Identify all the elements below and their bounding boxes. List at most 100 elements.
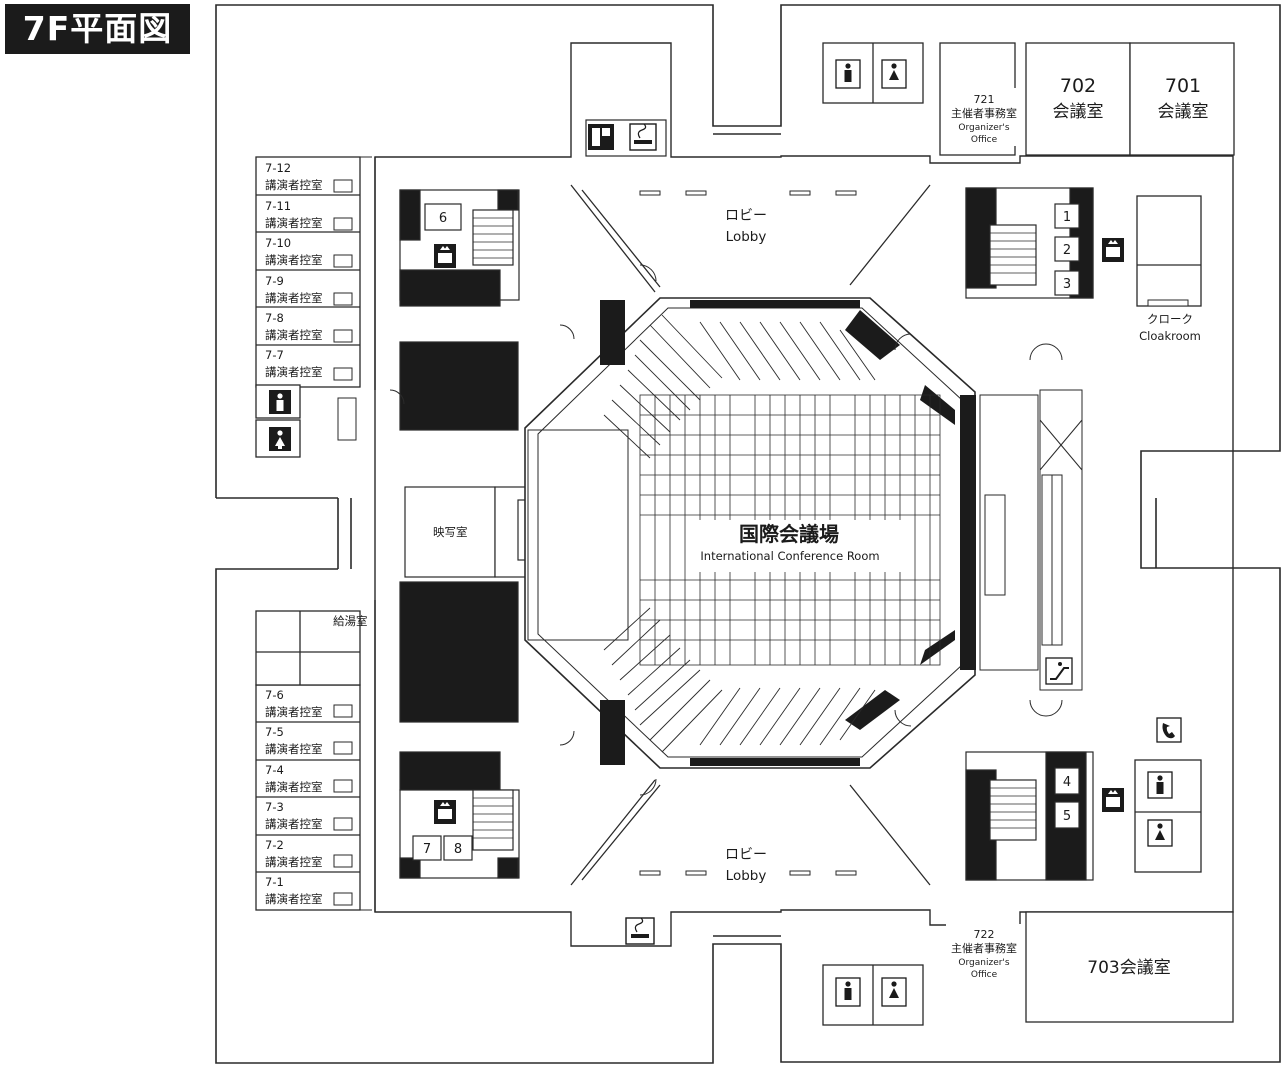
lobby-top-label-ja: ロビー	[725, 208, 767, 224]
right-upper-stairs	[990, 232, 1036, 274]
speaker-room-7-7-number: 7-7	[265, 348, 284, 362]
seating-block-lower-left	[603, 607, 723, 753]
right-lower-stairs	[990, 787, 1036, 829]
elevator-1: 1	[1054, 203, 1080, 229]
male-restroom-icon	[835, 59, 861, 89]
svg-text:主催者事務室: 主催者事務室	[951, 106, 1017, 120]
door-swings	[389, 264, 1063, 796]
svg-text:Organizer's: Organizer's	[958, 123, 1009, 133]
svg-text:6: 6	[439, 211, 447, 226]
speaker-room-7-5-label: 講演者控室	[265, 742, 323, 756]
elevator-icon	[1102, 238, 1124, 262]
male-restroom-icon	[835, 977, 861, 1007]
organizer-office-722: 722 主催者事務室 Organizer's Office	[946, 924, 1022, 980]
speaker-room-7-7-label: 講演者控室	[265, 365, 323, 379]
speaker-room-7-8-label: 講演者控室	[265, 328, 323, 342]
building-outline	[215, 4, 1281, 1064]
speaker-room-7-9-label: 講演者控室	[265, 291, 323, 305]
elevator-icon	[434, 800, 456, 824]
hall-name-en: International Conference Room	[700, 549, 879, 563]
elevator-2: 2	[1054, 236, 1080, 262]
speaker-room-7-8-number: 7-8	[265, 311, 284, 325]
speaker-room-7-5-number: 7-5	[265, 725, 284, 739]
elevator-icon	[1102, 788, 1124, 812]
seating-block-upper-right	[699, 321, 876, 381]
left-service-core	[399, 189, 546, 879]
svg-text:5: 5	[1063, 809, 1071, 824]
svg-text:701: 701	[1165, 75, 1201, 97]
speaker-room-7-2-number: 7-2	[265, 838, 284, 852]
speaker-room-7-11-label: 講演者控室	[265, 216, 323, 230]
male-restroom-icon	[269, 390, 291, 414]
hall-name-ja: 国際会議場	[739, 522, 839, 546]
kitchenette-label: 給湯室	[333, 614, 368, 628]
svg-text:1: 1	[1063, 210, 1071, 225]
speaker-room-7-6-number: 7-6	[265, 688, 284, 702]
speaker-room-7-12-number: 7-12	[265, 161, 291, 175]
elevator-icon	[434, 244, 456, 268]
svg-text:4: 4	[1063, 775, 1071, 790]
male-restroom-icon	[1147, 771, 1173, 799]
top-center-pavilion	[585, 119, 667, 157]
svg-text:3: 3	[1063, 277, 1071, 292]
speaker-room-labels-upper: 7-12 講演者控室 7-11 講演者控室 7-10 講演者控室 7-9 講演者…	[265, 161, 323, 379]
svg-text:会議室: 会議室	[1158, 102, 1209, 122]
lobby-top-label-en: Lobby	[726, 229, 767, 245]
elevator-3: 3	[1054, 270, 1080, 296]
room-701: 701 会議室	[1158, 75, 1209, 122]
speaker-room-7-1-number: 7-1	[265, 875, 284, 889]
cloakroom: クローク Cloakroom	[1139, 299, 1201, 343]
elevator-4: 4	[1054, 767, 1080, 795]
room-702: 702 会議室	[1053, 75, 1104, 122]
svg-text:7: 7	[423, 842, 431, 857]
telephone-icon	[1156, 717, 1182, 743]
svg-text:Cloakroom: Cloakroom	[1139, 329, 1201, 343]
floor-title: 7F平面図	[5, 4, 190, 54]
svg-text:クローク: クローク	[1147, 312, 1193, 326]
smoking-area-icon	[629, 123, 657, 151]
lobby-top-benches	[639, 190, 857, 196]
svg-text:主催者事務室: 主催者事務室	[951, 941, 1017, 955]
upper-left-stairs	[473, 217, 513, 259]
svg-text:Organizer's: Organizer's	[958, 958, 1009, 968]
svg-text:Office: Office	[971, 135, 998, 145]
seating-block-lower-right	[699, 687, 876, 746]
speaker-room-7-11-number: 7-11	[265, 199, 291, 213]
svg-text:702: 702	[1060, 75, 1096, 97]
lower-left-stairs	[473, 797, 513, 839]
elevator-8: 8	[443, 835, 473, 861]
female-restroom-icon	[881, 59, 907, 89]
speaker-room-7-3-number: 7-3	[265, 800, 284, 814]
speaker-rooms-block	[255, 156, 361, 911]
speaker-room-7-4-label: 講演者控室	[265, 780, 323, 794]
corridor-walls	[374, 42, 1234, 947]
speaker-room-7-10-label: 講演者控室	[265, 253, 323, 267]
svg-text:Office: Office	[971, 970, 998, 980]
lobby-bottom-benches	[639, 870, 857, 876]
escalator-icon	[1045, 657, 1073, 685]
speaker-room-7-6-label: 講演者控室	[265, 705, 323, 719]
room-703: 703会議室	[1087, 958, 1170, 978]
right-service-core	[965, 187, 1094, 881]
speaker-room-closets	[333, 156, 372, 911]
lobby-bottom-label-ja: ロビー	[725, 847, 767, 863]
speaker-room-7-10-number: 7-10	[265, 236, 291, 250]
svg-text:会議室: 会議室	[1053, 102, 1104, 122]
seating-block-upper-left	[603, 314, 723, 459]
female-restroom-icon	[269, 427, 291, 451]
elevator-7: 7	[412, 835, 442, 861]
speaker-room-7-9-number: 7-9	[265, 274, 284, 288]
svg-text:721: 721	[974, 93, 995, 106]
speaker-room-7-3-label: 講演者控室	[265, 817, 323, 831]
elevator-5: 5	[1054, 801, 1080, 829]
female-restroom-icon	[881, 977, 907, 1007]
speaker-room-7-12-label: 講演者控室	[265, 178, 323, 192]
escalator-area	[979, 389, 1083, 691]
projection-room-label: 映写室	[433, 525, 468, 539]
elevator-6: 6	[424, 203, 462, 231]
bottom-right-rooms	[822, 759, 1234, 1026]
smoking-area-icon	[625, 917, 655, 945]
vending-machine-icon	[588, 124, 614, 150]
speaker-room-7-4-number: 7-4	[265, 763, 284, 777]
